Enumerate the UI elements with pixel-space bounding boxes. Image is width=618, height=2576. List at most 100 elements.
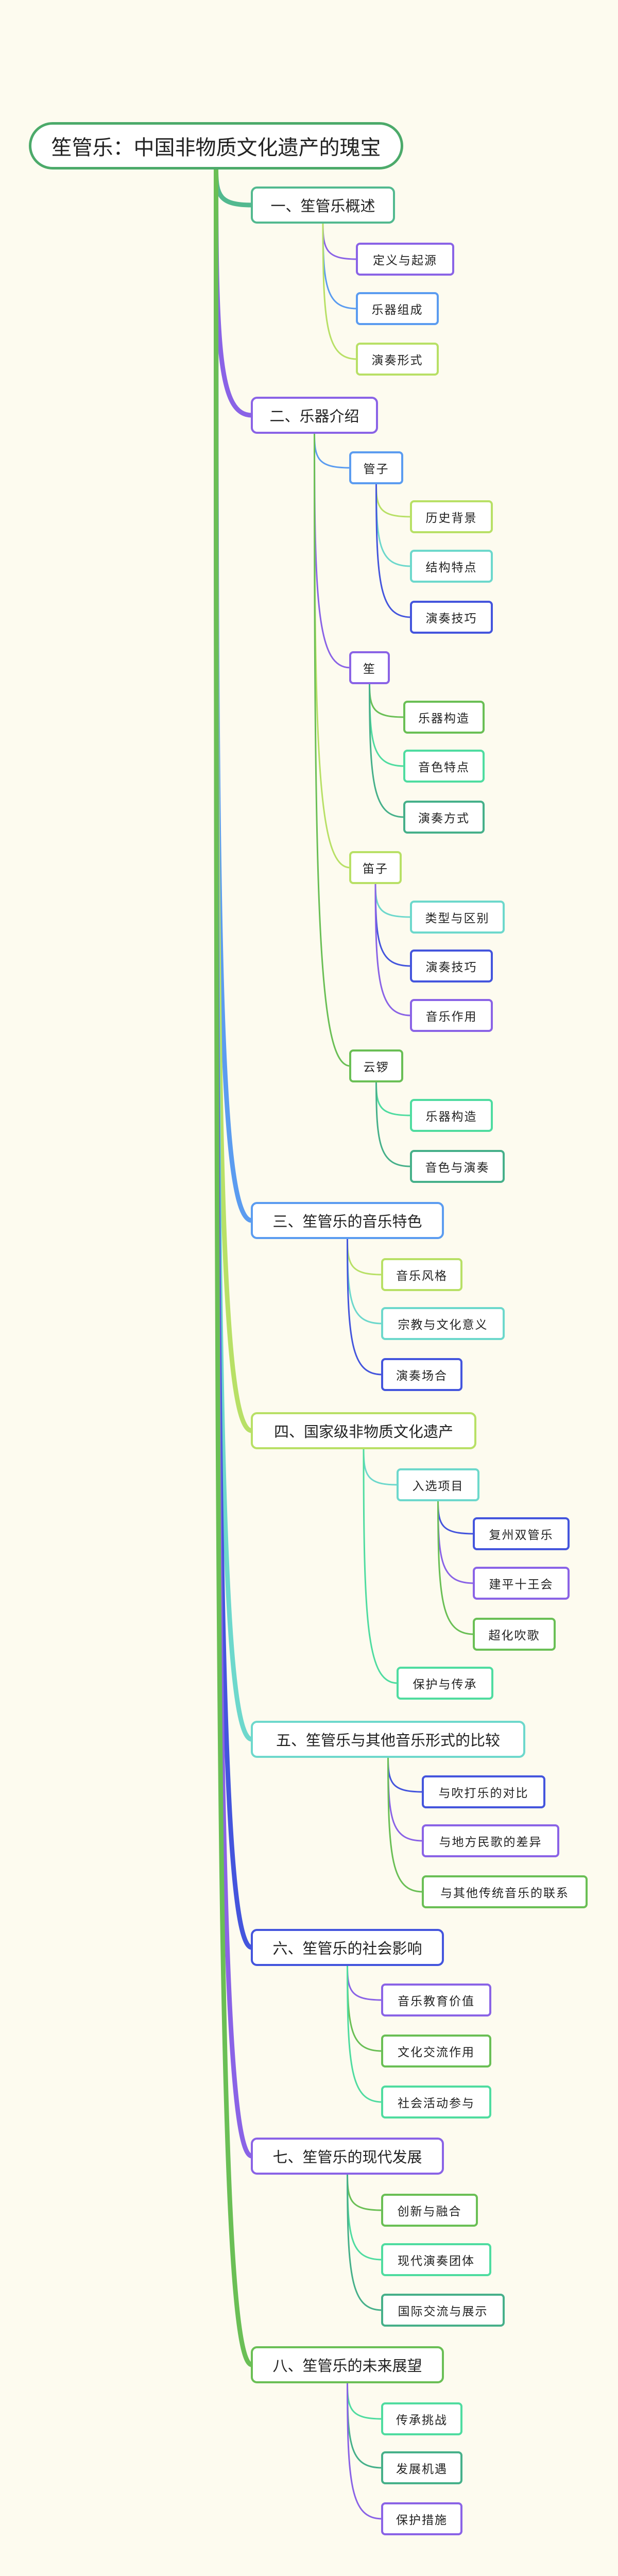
instrument-node[interactable]: 笛子: [349, 851, 402, 884]
topic-node[interactable]: 传承挑战: [381, 2402, 462, 2435]
connector-line: [347, 1237, 383, 1376]
topic-node[interactable]: 类型与区别: [410, 901, 505, 934]
topic-label: 结构特点: [425, 561, 477, 574]
section-heritage[interactable]: 四、国家级非物质文化遗产: [251, 1412, 476, 1449]
section-social-impact[interactable]: 六、笙管乐的社会影响: [251, 1929, 444, 1966]
topic-node[interactable]: 国际交流与展示: [381, 2294, 505, 2327]
topic-node[interactable]: 乐器构造: [410, 1099, 493, 1132]
topic-label: 保护与传承: [413, 1678, 477, 1691]
connector-line: [347, 1237, 383, 1276]
topic-node[interactable]: 社会活动参与: [381, 2086, 491, 2119]
section-overview[interactable]: 一、笙管乐概述: [251, 187, 395, 224]
connector-line: [437, 1499, 475, 1535]
connector-line: [387, 1756, 424, 1793]
topic-label: 乐器构造: [425, 1110, 477, 1124]
connector-line: [314, 432, 351, 869]
topic-node[interactable]: 创新与融合: [381, 2194, 478, 2227]
topic-node[interactable]: 与地方民歌的差异: [422, 1824, 559, 1857]
topic-label: 创新与融合: [397, 2205, 462, 2218]
topic-label: 演奏方式: [418, 812, 470, 825]
root-topic[interactable]: 笙管乐：中国非物质文化遗产的瑰宝: [29, 122, 403, 170]
connector-line: [322, 222, 358, 310]
topic-node[interactable]: 复州双管乐: [473, 1517, 570, 1550]
topic-node[interactable]: 演奏形式: [356, 343, 439, 376]
root-topic-label: 笙管乐：中国非物质文化遗产的瑰宝: [51, 136, 381, 160]
section-title: 八、笙管乐的未来展望: [272, 2357, 422, 2375]
instrument-node[interactable]: 笙: [349, 651, 390, 684]
connector-line: [347, 1964, 383, 2001]
topic-label: 演奏技巧: [425, 612, 477, 625]
topic-node[interactable]: 演奏技巧: [410, 950, 493, 982]
topic-label: 演奏技巧: [425, 961, 477, 974]
section-title: 三、笙管乐的音乐特色: [272, 1213, 422, 1230]
topic-label: 音乐作用: [425, 1010, 477, 1024]
topic-node[interactable]: 历史背景: [410, 500, 493, 533]
connector-line: [374, 882, 412, 967]
connector-line: [375, 482, 412, 518]
connector-line: [314, 432, 351, 1067]
connector-line: [363, 1447, 399, 1684]
instrument-node[interactable]: 管子: [349, 451, 403, 484]
topic-label: 文化交流作用: [398, 2046, 475, 2059]
topic-label: 类型与区别: [425, 912, 490, 925]
topic-node[interactable]: 音乐风格: [381, 1258, 462, 1291]
topic-label: 演奏场合: [396, 1369, 448, 1383]
section-title: 一、笙管乐概述: [270, 197, 375, 215]
topic-node[interactable]: 建平十王会: [473, 1567, 570, 1600]
topic-node[interactable]: 演奏方式: [403, 801, 485, 834]
topic-node[interactable]: 入选项目: [397, 1468, 479, 1501]
topic-label: 乐器组成: [371, 303, 423, 317]
section-comparison[interactable]: 五、笙管乐与其他音乐形式的比较: [251, 1721, 525, 1758]
connector-line: [369, 682, 405, 767]
topic-node[interactable]: 结构特点: [410, 550, 493, 583]
connector-line: [347, 1964, 383, 2103]
topic-label: 音乐教育价值: [398, 1995, 475, 2008]
connector-line: [322, 222, 358, 260]
section-future-outlook[interactable]: 八、笙管乐的未来展望: [251, 2346, 444, 2383]
connector-line: [375, 1080, 412, 1167]
topic-node[interactable]: 现代演奏团体: [381, 2243, 491, 2276]
connector-line: [347, 2173, 383, 2211]
connector-line: [214, 166, 254, 208]
section-title: 五、笙管乐与其他音乐形式的比较: [276, 1732, 500, 1749]
connector-line: [369, 682, 405, 818]
topic-label: 演奏形式: [371, 354, 423, 367]
section-title: 六、笙管乐的社会影响: [272, 1940, 422, 1957]
section-music-features[interactable]: 三、笙管乐的音乐特色: [251, 1202, 444, 1239]
topic-node[interactable]: 音乐教育价值: [381, 1984, 491, 2016]
connector-line: [375, 1080, 412, 1116]
topic-node[interactable]: 演奏场合: [381, 1358, 462, 1391]
connector-line: [347, 1964, 383, 2052]
topic-node[interactable]: 音色特点: [403, 750, 485, 783]
topic-node[interactable]: 文化交流作用: [381, 2035, 491, 2067]
section-modern-development[interactable]: 七、笙管乐的现代发展: [251, 2138, 444, 2175]
topic-node[interactable]: 演奏技巧: [410, 601, 493, 634]
connector-line: [375, 482, 412, 618]
topic-label: 超化吹歌: [488, 1629, 540, 1642]
topic-node[interactable]: 音乐作用: [410, 999, 493, 1032]
topic-label: 传承挑战: [396, 2414, 448, 2427]
topic-node[interactable]: 与吹打乐的对比: [422, 1775, 545, 1808]
connector-line: [314, 432, 351, 469]
topic-node[interactable]: 乐器构造: [403, 701, 485, 734]
section-instruments[interactable]: 二、乐器介绍: [251, 397, 378, 434]
topic-node[interactable]: 乐器组成: [356, 292, 439, 325]
topic-node[interactable]: 保护措施: [381, 2502, 462, 2535]
connector-line: [347, 2381, 383, 2420]
topic-node[interactable]: 音色与演奏: [410, 1150, 505, 1183]
topic-label: 音色与演奏: [425, 1161, 490, 1175]
topic-node[interactable]: 发展机遇: [381, 2451, 462, 2484]
topic-node[interactable]: 保护与传承: [397, 1667, 493, 1700]
topic-label: 与吹打乐的对比: [438, 1787, 529, 1800]
topic-node[interactable]: 与其他传统音乐的联系: [422, 1875, 588, 1908]
topic-label: 云锣: [363, 1061, 389, 1074]
topic-label: 音乐风格: [396, 1269, 448, 1283]
instrument-node[interactable]: 云锣: [349, 1049, 403, 1082]
topic-label: 笛子: [363, 862, 388, 876]
topic-node[interactable]: 宗教与文化意义: [381, 1307, 505, 1340]
topic-node[interactable]: 超化吹歌: [473, 1618, 556, 1651]
topic-label: 现代演奏团体: [398, 2255, 475, 2268]
topic-node[interactable]: 定义与起源: [356, 243, 454, 276]
topic-label: 历史背景: [425, 512, 477, 525]
connector-line: [347, 2173, 383, 2311]
